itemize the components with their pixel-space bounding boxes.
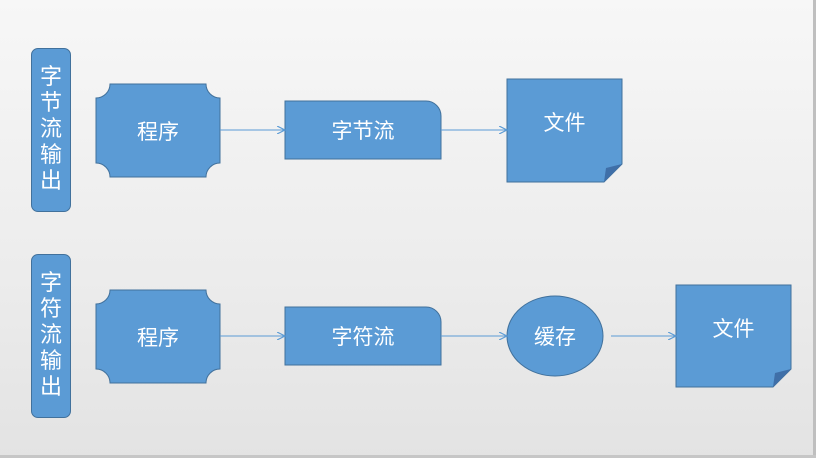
file-fold-corner-row2 xyxy=(773,369,791,387)
byte-stream-node-label: 字节流 xyxy=(331,119,395,143)
program-node-label-row1: 程序 xyxy=(137,119,179,144)
char-stream-node-shape xyxy=(284,306,442,366)
frame-right-border xyxy=(813,0,816,458)
file-fold-corner-row1 xyxy=(604,164,622,182)
char-stream-node-label: 字符流 xyxy=(331,325,395,349)
file-node-label-row2: 文件 xyxy=(712,316,755,341)
frame-bottom-border xyxy=(0,455,816,458)
char-stream-output-label: 字符流输出 xyxy=(31,254,71,418)
byte-stream-output-label-text: 字节流输出 xyxy=(39,65,62,194)
cache-node-label: 缓存 xyxy=(534,325,576,349)
program-node-shape-row2 xyxy=(95,289,221,384)
program-node-label-row2: 程序 xyxy=(137,325,179,350)
char-stream-output-label-text: 字符流输出 xyxy=(39,271,62,400)
program-node-shape-row1 xyxy=(95,83,221,178)
byte-stream-output-label: 字节流输出 xyxy=(31,48,71,212)
byte-stream-node-shape xyxy=(284,100,442,160)
file-node-label-row1: 文件 xyxy=(543,110,586,135)
